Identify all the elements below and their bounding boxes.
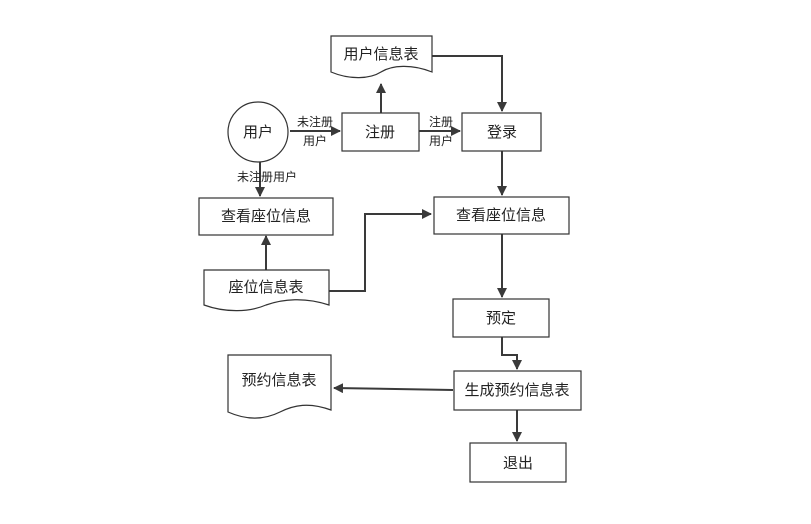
edge-label-registered-user: 用户 [429, 133, 453, 148]
node-user-info-table: 用户信息表 [330, 35, 433, 79]
node-seat-info-table-label: 座位信息表 [228, 278, 303, 296]
node-seat-info-table: 座位信息表 [203, 269, 330, 312]
node-reservation-info-table-label: 预约信息表 [241, 371, 316, 389]
edge-user-info-table-to-login [432, 55, 507, 112]
edge-seat-table-to-view-seat-right [329, 209, 432, 292]
node-view-seat-info-left: 查看座位信息 [198, 197, 334, 236]
node-register-label: 注册 [365, 123, 395, 141]
edge-label-unregistered: 未注册 [297, 114, 333, 129]
node-user: 用户 [227, 101, 289, 163]
node-reservation-info-table: 预约信息表 [227, 354, 332, 419]
edge-reserve-to-generate [501, 337, 522, 370]
node-view-seat-info-left-label: 查看座位信息 [221, 207, 311, 225]
node-view-seat-info-right-label: 查看座位信息 [456, 206, 546, 224]
node-exit-label: 退出 [503, 454, 533, 472]
node-user-label: 用户 [243, 123, 273, 141]
node-register: 注册 [341, 112, 420, 152]
node-user-info-table-label: 用户信息表 [343, 45, 418, 63]
node-exit: 退出 [469, 442, 567, 483]
node-generate-reservation-label: 生成预约信息表 [464, 381, 569, 399]
node-reserve-label: 预定 [486, 309, 516, 327]
edge-label-registered: 注册 [429, 114, 453, 129]
node-view-seat-info-right: 查看座位信息 [433, 196, 570, 235]
node-generate-reservation: 生成预约信息表 [453, 370, 582, 411]
edge-generate-to-reservation-table [333, 383, 454, 394]
edge-label-unregistered-user-down: 未注册用户 [237, 169, 297, 184]
node-login: 登录 [461, 112, 542, 152]
node-reserve: 预定 [452, 298, 550, 338]
edge-label-unregistered-user: 用户 [303, 133, 327, 148]
node-login-label: 登录 [487, 123, 517, 141]
